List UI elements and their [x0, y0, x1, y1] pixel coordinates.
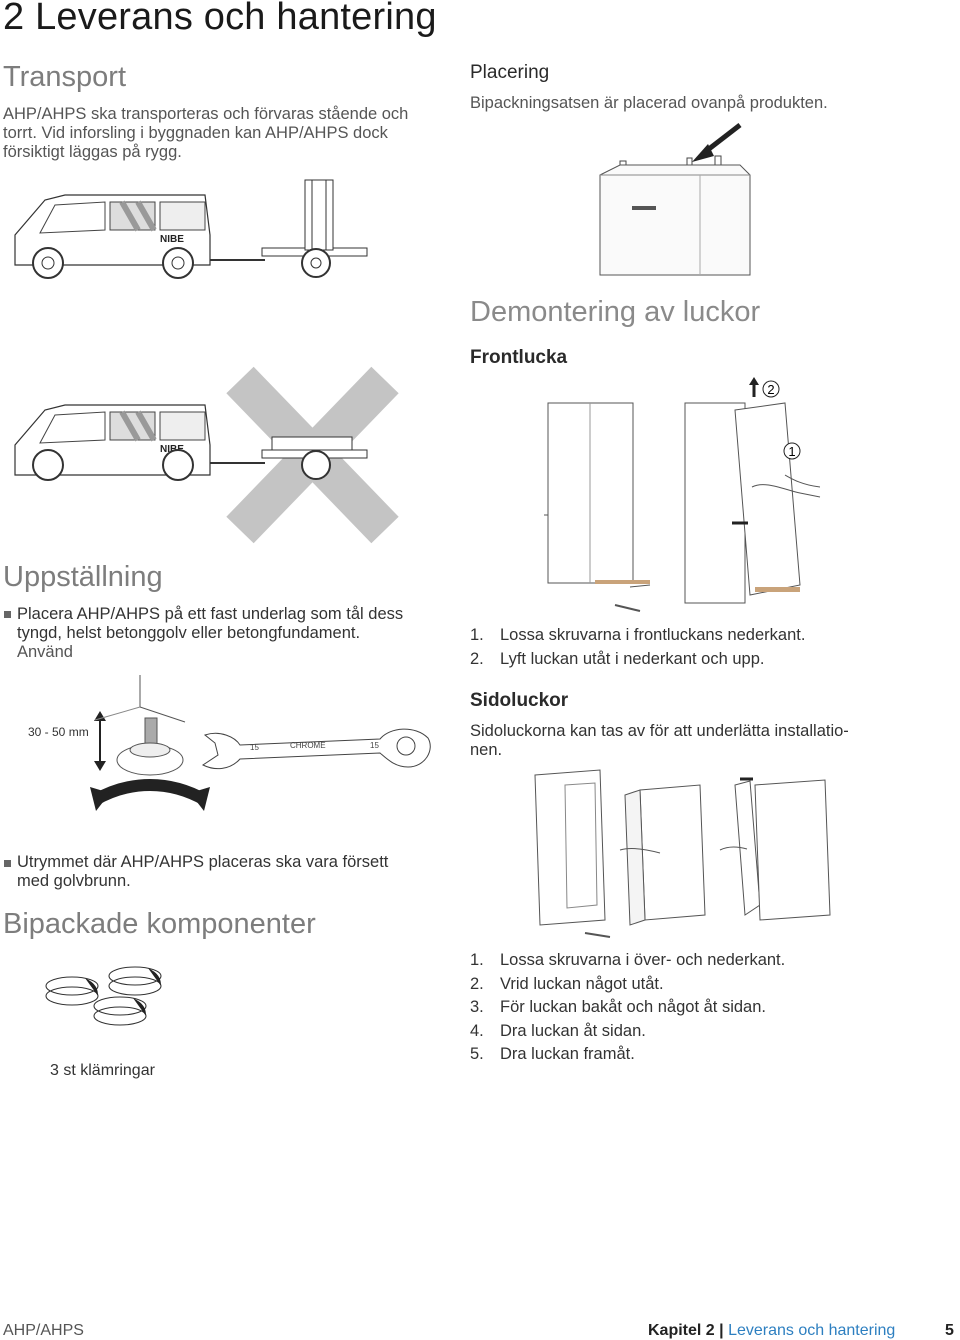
- wrench-size-label: 15: [250, 743, 259, 752]
- van-trailer-upright-illustration: NIBE: [10, 175, 390, 285]
- bullet-line: Utrymmet där AHP/AHPS placeras ska vara …: [17, 853, 389, 871]
- step-number: 1.: [470, 951, 484, 969]
- placering-text: Bipackningsatsen är placerad ovanpå prod…: [470, 94, 828, 112]
- bullet-line: Använd: [17, 643, 73, 661]
- uppstallning-bullet-2: Utrymmet där AHP/AHPS placeras ska vara …: [17, 853, 437, 891]
- step-text: Dra luckan åt sidan.: [500, 1021, 646, 1040]
- sidoluckor-text-line: Sidoluckorna kan tas av för att underlät…: [470, 722, 849, 740]
- transport-text-line: AHP/AHPS ska transporteras och förvaras …: [3, 105, 409, 123]
- list-item: 1. Lossa skruvarna i frontluckans nederka…: [470, 626, 805, 650]
- step-text: Vrid luckan något utåt.: [500, 974, 664, 993]
- front-panel-removal-illustration: 2 1: [540, 377, 820, 620]
- side-panel-removal-illustration: [525, 765, 845, 945]
- frontlucka-heading: Frontlucka: [470, 347, 568, 368]
- sidoluckor-text: Sidoluckorna kan tas av för att underlät…: [470, 722, 849, 760]
- footer-product: AHP/AHPS: [3, 1322, 84, 1339]
- transport-text-line: torrt. Vid inforsling i byggnaden kan AH…: [3, 124, 388, 142]
- uppstallning-heading: Uppställning: [3, 561, 163, 593]
- sidoluckor-steps: 1. Lossa skruvarna i över- och nederkant.…: [470, 951, 785, 1069]
- step-number: 4.: [470, 1021, 484, 1040]
- step-number: 3.: [470, 998, 484, 1016]
- bullet-marker: [4, 611, 11, 618]
- callout-1-label: 1: [788, 444, 795, 459]
- footer-separator: |: [719, 1322, 724, 1339]
- wrench-brand-label: CHROME: [290, 741, 326, 750]
- page-number: 5: [945, 1322, 954, 1339]
- list-item: 5. Dra luckan framåt.: [470, 1045, 785, 1069]
- list-item: 2. Vrid luckan något utåt.: [470, 975, 785, 999]
- footer-chapter: Kapitel 2 | Leverans och hantering: [648, 1322, 895, 1340]
- list-item: 1. Lossa skruvarna i över- och nederkant.: [470, 951, 785, 975]
- step-number: 2.: [470, 649, 484, 668]
- step-text: För luckan bakåt och något åt sidan.: [500, 998, 766, 1016]
- bullet-marker: [4, 860, 11, 867]
- bullet-line: tyngd, helst betonggolv eller betongfund…: [17, 624, 361, 642]
- bullet-line: med golvbrunn.: [17, 872, 131, 890]
- adjustable-foot-illustration: 15 CHROME 15: [90, 675, 435, 811]
- bipackade-heading: Bipackade komponenter: [3, 908, 316, 940]
- van-brand-label: NIBE: [160, 234, 184, 245]
- list-item: 2. Lyft luckan utåt i nederkant och upp.: [470, 650, 805, 674]
- list-item: 4. Dra luckan åt sidan.: [470, 1022, 785, 1046]
- transport-text-line: försiktigt läggas på rygg.: [3, 143, 182, 161]
- footer-chapter-name: Leverans och hantering: [728, 1322, 896, 1339]
- sidoluckor-heading: Sidoluckor: [470, 690, 569, 711]
- footer-chapter-label: Kapitel 2: [648, 1322, 715, 1339]
- transport-heading: Transport: [3, 61, 127, 93]
- step-text: Lyft luckan utåt i nederkant och upp.: [500, 649, 765, 668]
- step-number: 5.: [470, 1045, 484, 1063]
- step-number: 1.: [470, 626, 484, 644]
- placering-heading: Placering: [470, 62, 550, 83]
- clamp-rings-caption: 3 st klämringar: [50, 1062, 155, 1079]
- step-text: Lossa skruvarna i över- och nederkant.: [500, 951, 786, 969]
- uppstallning-bullet-1: Placera AHP/AHPS på ett fast underlag so…: [17, 605, 437, 662]
- step-number: 2.: [470, 974, 484, 993]
- wrench-size-label: 15: [370, 741, 379, 750]
- van-trailer-lying-illustration: NIBE: [10, 385, 390, 495]
- step-text: Lossa skruvarna i frontluckans nederkant…: [500, 626, 806, 644]
- step-text: Dra luckan framåt.: [500, 1045, 635, 1063]
- van-brand-label: NIBE: [160, 444, 184, 455]
- callout-2-label: 2: [767, 382, 774, 397]
- demontering-heading: Demontering av luckor: [470, 296, 761, 328]
- list-item: 3. För luckan bakåt och något åt sidan.: [470, 998, 785, 1022]
- chapter-heading: 2 Leverans och hantering: [3, 0, 437, 38]
- sidoluckor-text-line: nen.: [470, 741, 503, 759]
- clamp-rings-illustration: [40, 958, 170, 1043]
- foot-height-label: 30 - 50 mm: [28, 725, 89, 739]
- frontlucka-steps: 1. Lossa skruvarna i frontluckans nederka…: [470, 626, 805, 673]
- transport-text: AHP/AHPS ska transporteras och förvaras …: [3, 105, 443, 162]
- unit-top-illustration: [590, 120, 760, 280]
- bullet-line: Placera AHP/AHPS på ett fast underlag so…: [17, 605, 404, 623]
